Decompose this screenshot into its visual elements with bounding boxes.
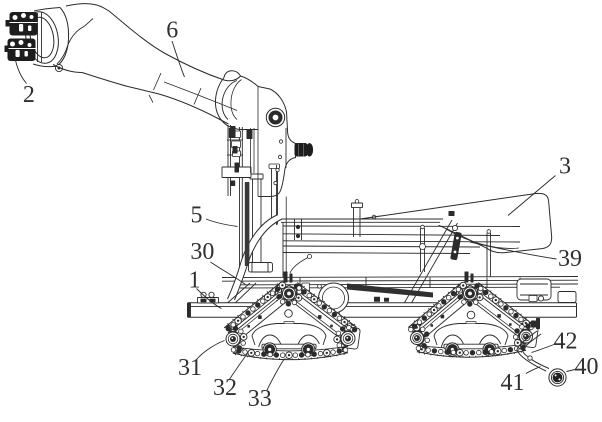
svg-text:5: 5 <box>191 203 203 229</box>
svg-text:39: 39 <box>558 246 582 272</box>
svg-text:2: 2 <box>23 82 35 108</box>
svg-text:31: 31 <box>178 355 202 381</box>
svg-text:3: 3 <box>559 154 571 180</box>
svg-text:6: 6 <box>166 18 178 44</box>
svg-text:41: 41 <box>501 370 525 396</box>
svg-text:32: 32 <box>213 375 237 401</box>
svg-text:40: 40 <box>575 354 599 380</box>
svg-text:42: 42 <box>554 328 578 354</box>
svg-text:30: 30 <box>190 239 214 265</box>
svg-text:1: 1 <box>189 268 201 294</box>
svg-text:33: 33 <box>248 386 272 412</box>
